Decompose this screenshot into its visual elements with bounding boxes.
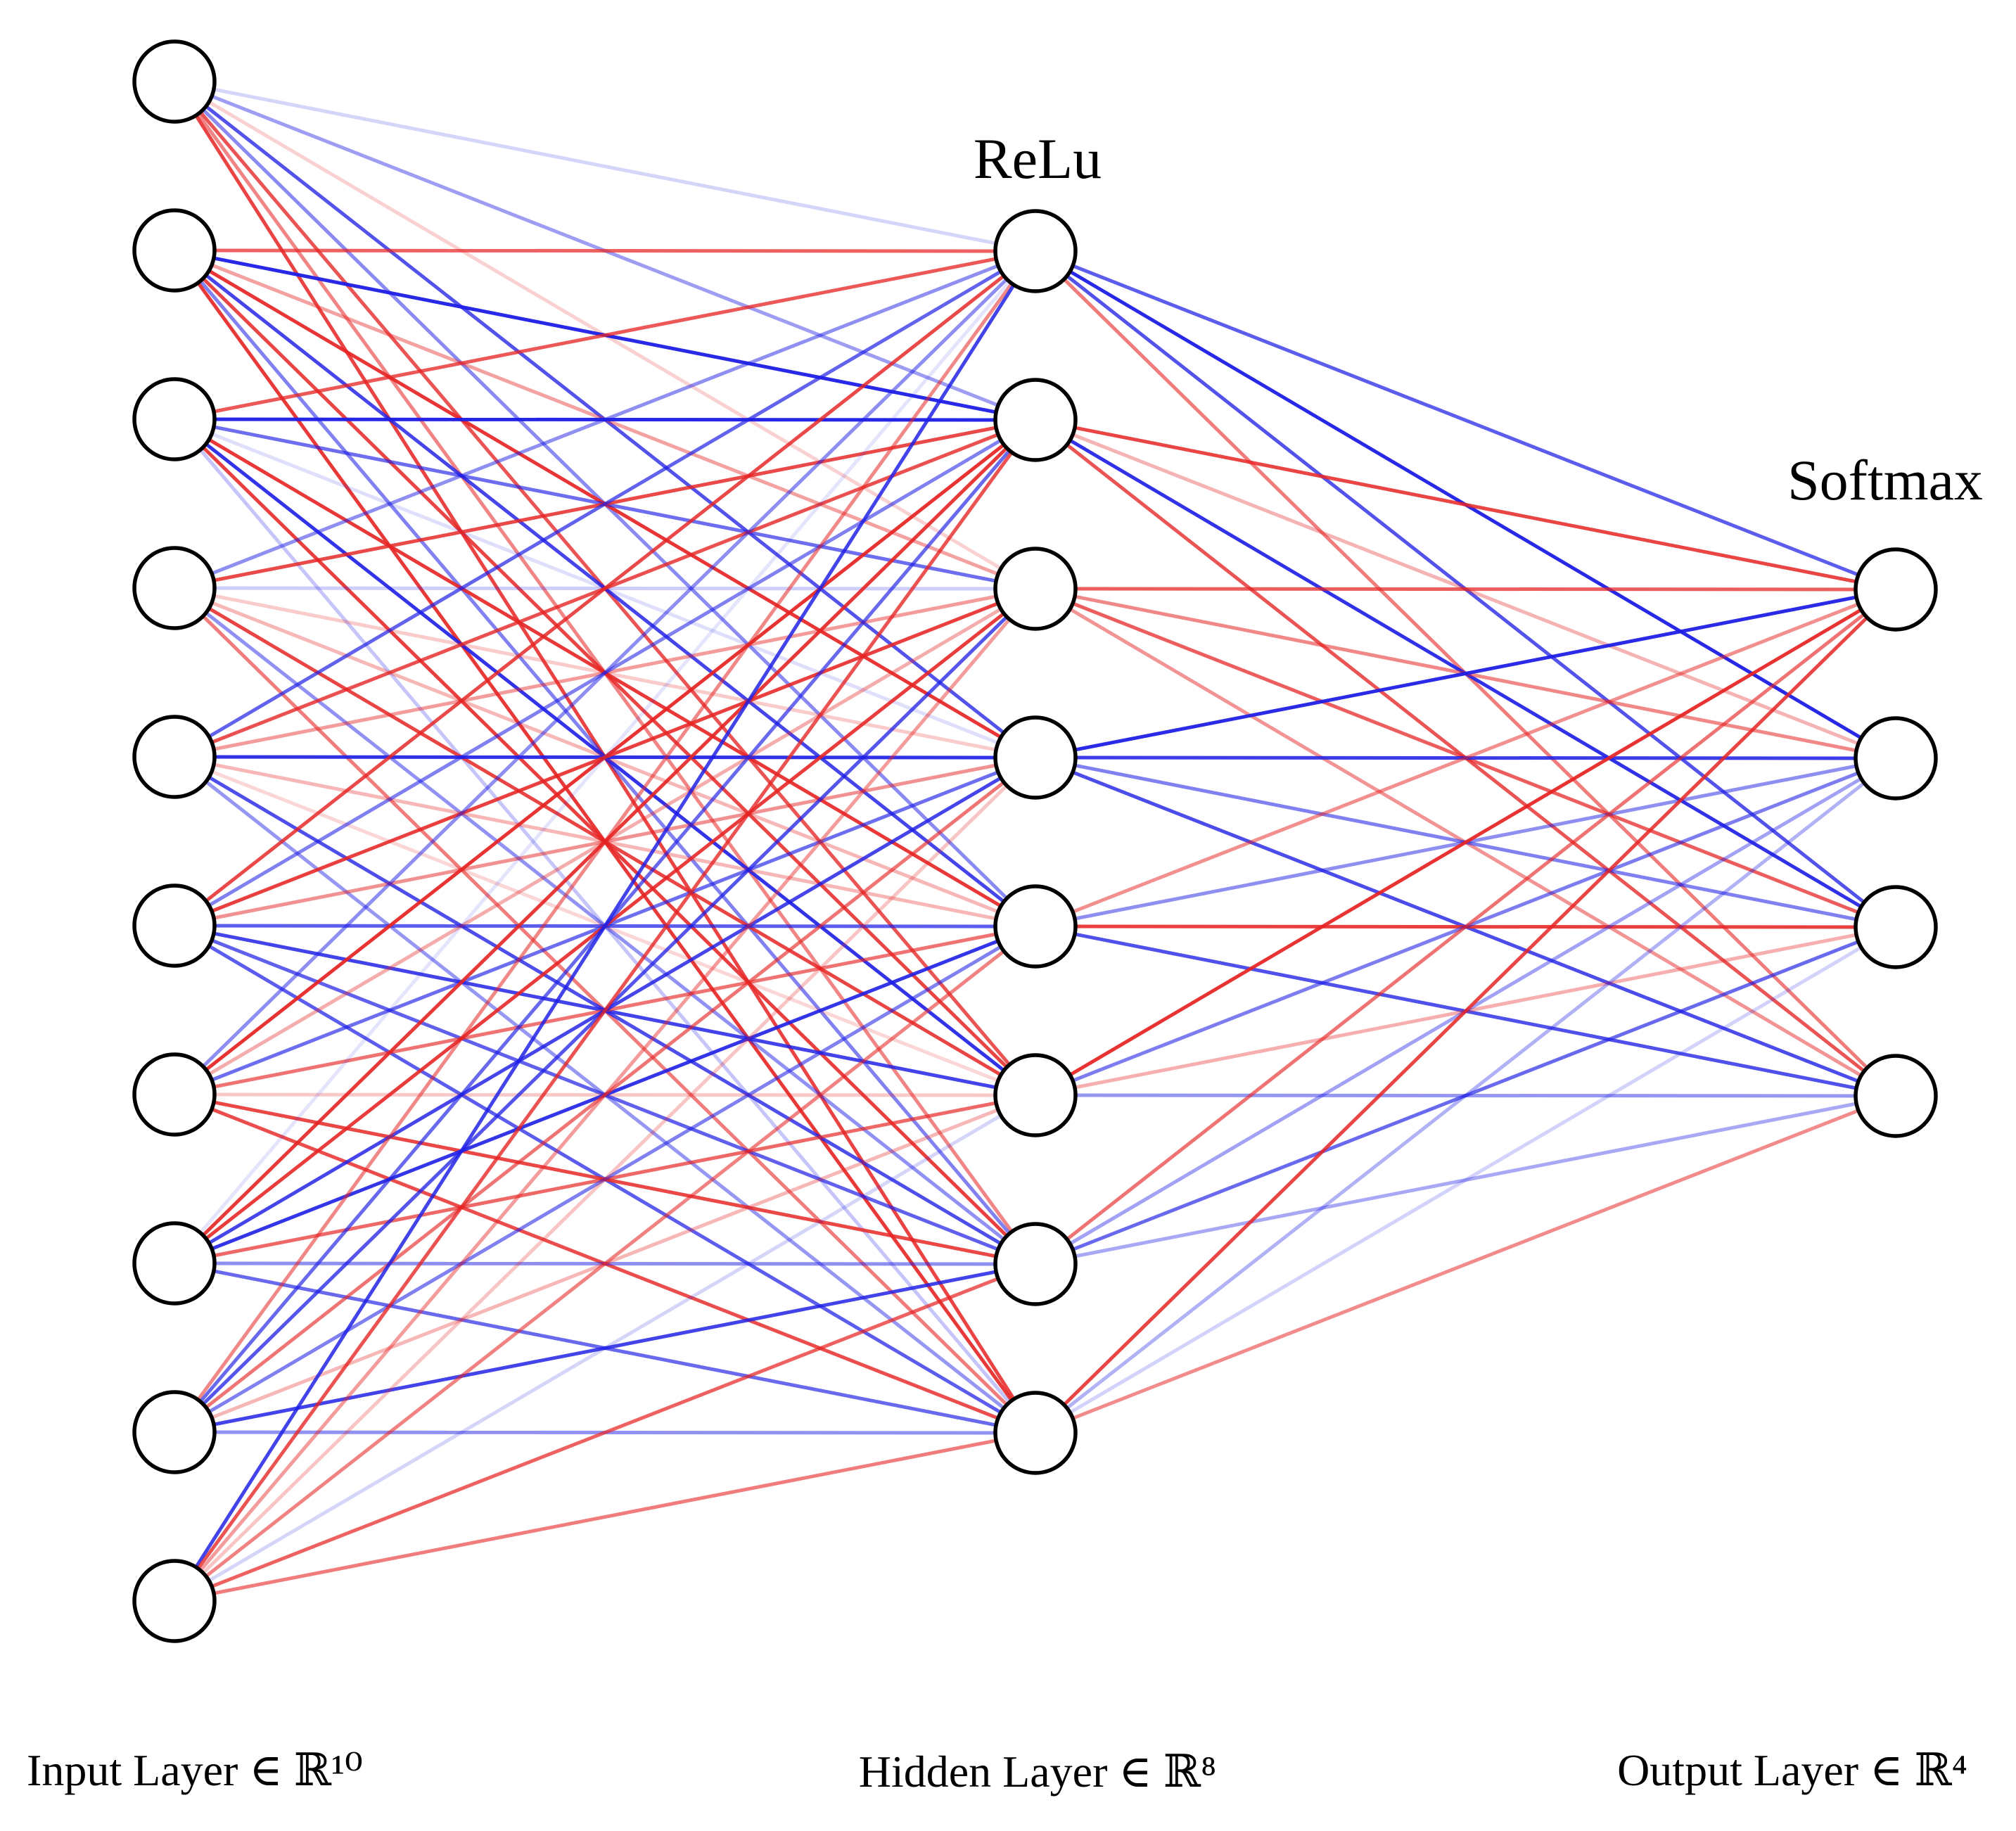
edge-input-6-hidden-1 [173,250,1037,927]
input-neuron-8 [132,1221,217,1306]
input-layer-label: Input Layer ∈ ℝ¹⁰ [27,1745,363,1795]
edge-input-10-hidden-1 [172,250,1038,1602]
hidden-neuron-4 [993,715,1078,800]
hidden-neuron-5 [993,884,1078,969]
edge-input-10-hidden-8 [174,1431,1036,1603]
input-neuron-1 [132,39,217,124]
edge-input-9-hidden-1 [172,250,1038,1434]
edge-hidden-8-output-1 [1034,588,1897,1434]
output-neuron-1 [1854,547,1938,632]
edge-input-10-hidden-2 [172,419,1038,1602]
neurons [132,39,1938,1643]
edge-hidden-4-output-1 [1035,587,1896,760]
edge-input-10-hidden-6 [173,1093,1037,1603]
edge-input-1-hidden-1 [174,79,1036,253]
output-layer-label: Output Layer ∈ ℝ⁴ [1617,1745,1967,1795]
input-neuron-7 [132,1052,217,1137]
edge-hidden-7-output-4 [1035,1094,1896,1266]
hidden-neuron-3 [993,547,1078,631]
edge-input-9-hidden-4 [173,756,1037,1434]
edge-hidden-7-output-3 [1035,925,1896,1266]
output-neuron-2 [1854,716,1938,800]
output-neuron-3 [1854,885,1938,969]
edge-input-8-hidden-1 [173,250,1037,1265]
edge-hidden-8-output-4 [1035,1094,1896,1435]
input-neuron-10 [132,1559,217,1643]
edge-input-9-hidden-5 [173,924,1037,1434]
edge-input-5-hidden-1 [173,249,1037,759]
edge-input-10-hidden-4 [173,756,1037,1602]
hidden-neuron-6 [993,1053,1078,1137]
edge-input-3-hidden-1 [174,249,1036,421]
hidden-neuron-7 [993,1222,1078,1306]
output-neuron-4 [1854,1054,1938,1138]
hidden-layer-label: Hidden Layer ∈ ℝ⁸ [859,1747,1217,1797]
edge-input-10-hidden-7 [174,1262,1036,1603]
edge-input-7-hidden-1 [173,250,1037,1096]
connection-edges [172,79,1897,1603]
hidden-neuron-2 [993,378,1078,462]
input-neuron-3 [132,377,217,461]
input-neuron-2 [132,208,217,293]
edge-hidden-7-output-1 [1034,588,1897,1265]
edge-hidden-8-output-3 [1034,925,1897,1435]
edge-input-4-hidden-1 [174,249,1036,590]
edge-hidden-1-output-1 [1035,249,1896,592]
edge-input-7-hidden-2 [173,419,1037,1096]
edge-hidden-2-output-1 [1035,418,1896,592]
hidden-activation-label: ReLu [974,127,1102,191]
input-neuron-6 [132,883,217,968]
edge-input-10-hidden-5 [173,925,1037,1602]
input-neuron-5 [132,715,217,799]
hidden-neuron-8 [993,1391,1078,1475]
input-neuron-9 [132,1390,217,1474]
hidden-neuron-1 [993,209,1078,293]
edge-hidden-5-output-1 [1035,587,1896,929]
edge-input-10-hidden-3 [173,587,1037,1602]
input-neuron-4 [132,546,217,630]
edge-hidden-8-output-2 [1034,757,1897,1434]
output-activation-label: Softmax [1787,448,1983,512]
edge-hidden-6-output-1 [1034,587,1897,1097]
edge-input-2-hidden-1 [174,248,1036,253]
